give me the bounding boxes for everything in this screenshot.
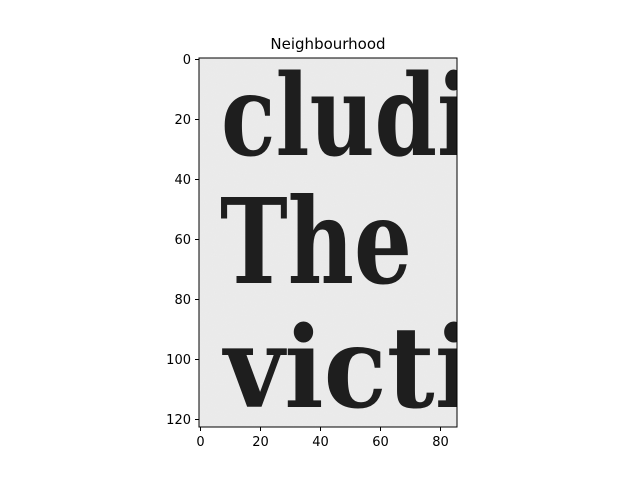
text-line-the: The	[220, 172, 412, 311]
image-heatmap: cludi The victi	[199, 51, 474, 434]
x-tick-label: 80	[432, 435, 449, 450]
x-tick-label: 20	[252, 435, 269, 450]
y-tick-label: 100	[166, 353, 191, 368]
y-tick-label: 0	[183, 53, 191, 68]
x-axis: 0 20 40 60 80	[196, 427, 449, 450]
y-axis: 0 20 40 60 80 100 120	[166, 53, 199, 428]
x-tick-label: 40	[312, 435, 329, 450]
axes-frame	[198, 57, 458, 428]
y-tick-label: 60	[174, 233, 191, 248]
y-tick-label: 80	[174, 293, 191, 308]
y-tick-label: 40	[174, 173, 191, 188]
x-tick-label: 0	[196, 435, 204, 450]
x-tick-label: 60	[372, 435, 389, 450]
y-tick-label: 20	[174, 113, 191, 128]
text-line-victi: victi	[221, 303, 474, 434]
paper-texture	[199, 58, 457, 427]
text-line-cludi: cludi	[221, 51, 471, 182]
y-tick-label: 120	[166, 413, 191, 428]
chart-title: Neighbourhood	[270, 35, 385, 53]
